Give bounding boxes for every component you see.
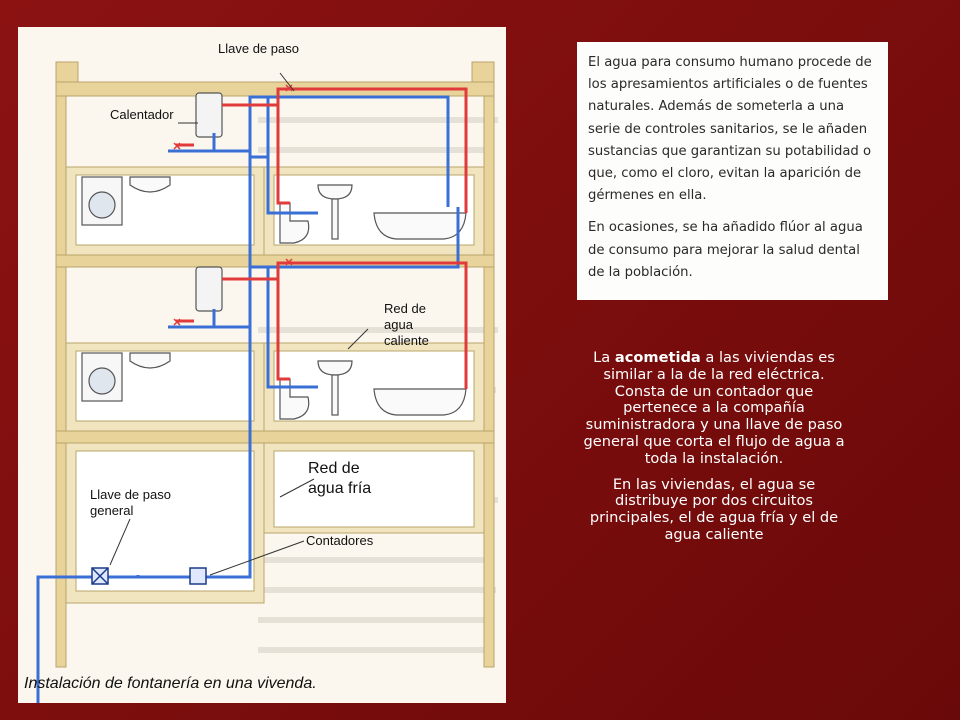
info-card: El agua para consumo humano procede de l… bbox=[577, 42, 888, 300]
description-paragraph-1: La acometida a las viviendas es similar … bbox=[576, 349, 852, 468]
label-llave-paso-general-1: Llave de paso bbox=[90, 487, 171, 502]
label-calentador: Calentador bbox=[110, 107, 174, 122]
desc-p1-after: a las viviendas es similar a la de la re… bbox=[583, 349, 845, 467]
description-paragraph-2: En las viviendas, el agua se distribuye … bbox=[589, 475, 839, 543]
label-llave-paso-general-2: general bbox=[90, 503, 134, 518]
label-red-agua-caliente-1: Red de bbox=[384, 301, 426, 316]
label-red-agua-caliente-3: caliente bbox=[384, 333, 429, 348]
description-text: La acometida a las viviendas es similar … bbox=[576, 349, 852, 553]
label-contadores: Contadores bbox=[306, 533, 374, 548]
desc-p1-before: La bbox=[593, 349, 615, 366]
label-red-agua-fria-2: agua fría bbox=[308, 480, 372, 497]
diagram-caption: Instalación de fontanería en una vivenda… bbox=[24, 675, 317, 692]
label-red-agua-fria-1: Red de bbox=[308, 460, 360, 477]
info-paragraph-1: El agua para consumo humano procede de l… bbox=[588, 55, 872, 204]
desc-p1-bold: acometida bbox=[614, 349, 701, 366]
plumbing-diagram: Llave de paso Calentador Red de agua cal… bbox=[18, 27, 506, 703]
label-llave-de-paso: Llave de paso bbox=[218, 41, 299, 56]
info-paragraph-2: En ocasiones, se ha añadido flúor al agu… bbox=[588, 220, 863, 280]
label-red-agua-caliente-2: agua bbox=[384, 317, 413, 332]
plumbing-illustration bbox=[36, 61, 498, 703]
